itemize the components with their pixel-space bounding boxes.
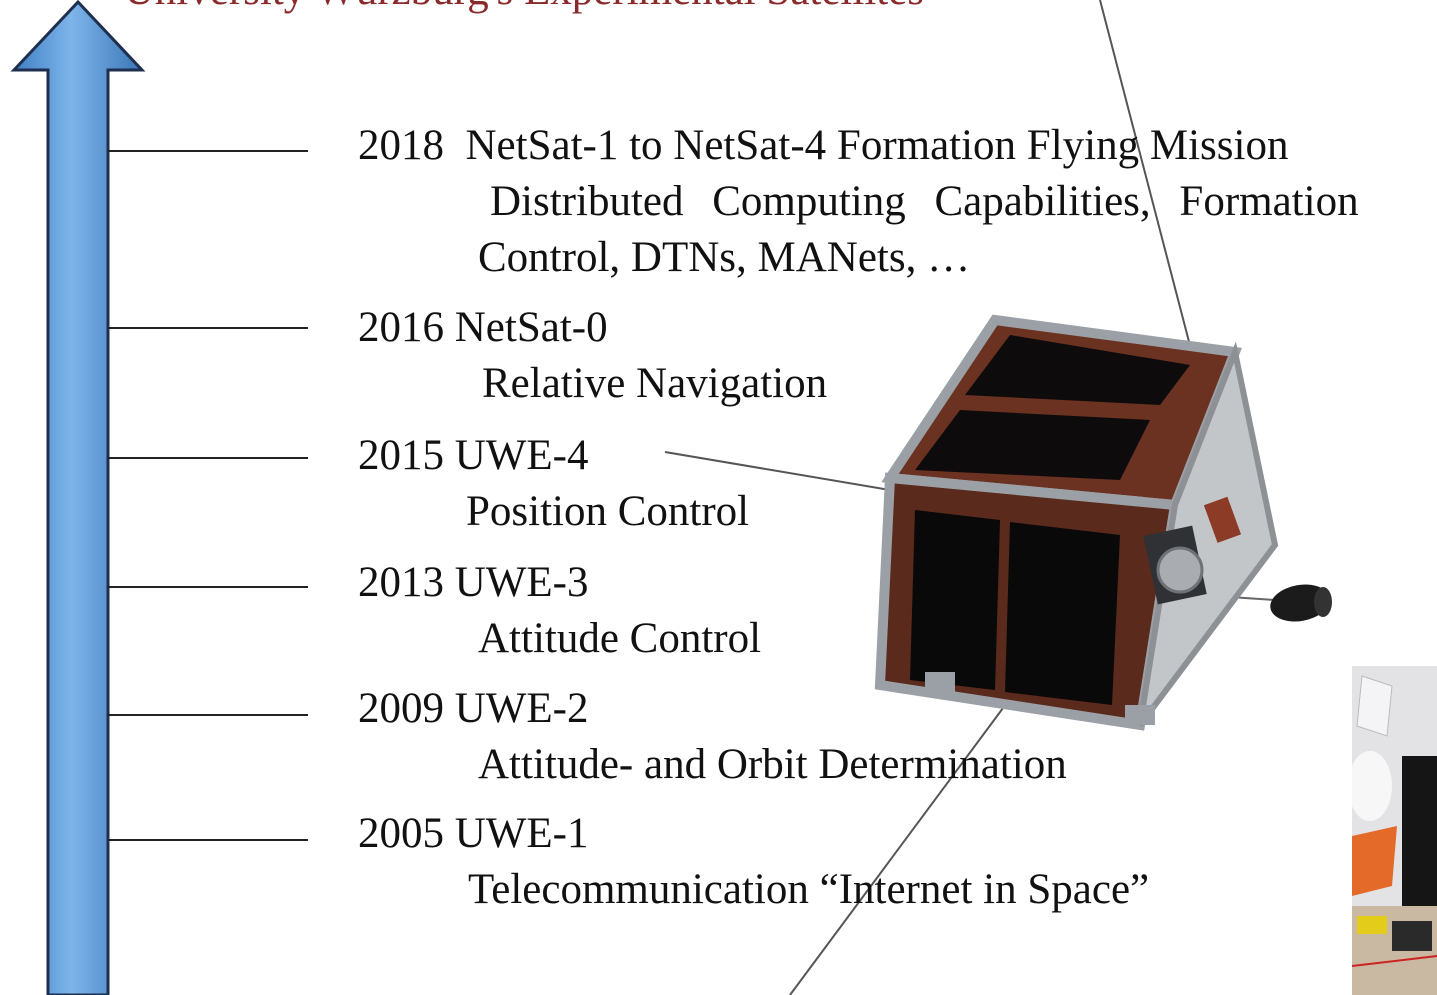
entry-mission: NetSat-0 (454, 304, 608, 351)
entry-mission: UWE-2 (454, 685, 589, 732)
timeline-entry-2015: 2015 UWE-4 Position Control (358, 428, 749, 540)
entry-year: 2009 (358, 685, 444, 732)
timeline-entry-2016: 2016 NetSat-0 Relative Navigation (358, 300, 827, 412)
entry-description: Attitude Control (478, 615, 762, 662)
entry-description: Position Control (466, 488, 750, 535)
timeline-tick-2005 (108, 839, 308, 841)
timeline-tick-2009 (108, 714, 308, 716)
entry-mission: UWE-4 (454, 432, 589, 479)
timeline-entry-2018: 2018 NetSat-1 to NetSat-4 Formation Flyi… (358, 118, 1359, 286)
timeline-tick-2018 (108, 150, 308, 152)
entry-year: 2016 (358, 304, 444, 351)
entry-year: 2005 (358, 810, 444, 857)
timeline-entry-2005: 2005 UWE-1 Telecommunication “Internet i… (358, 806, 1149, 918)
entry-year: 2013 (358, 559, 444, 606)
entry-description: Relative Navigation (482, 360, 828, 407)
entry-description: Distributed Computing Capabilities, Form… (490, 178, 1359, 225)
entry-description: Attitude- and Orbit Determination (478, 741, 1067, 788)
entry-mission: UWE-1 (454, 810, 589, 857)
timeline-tick-2013 (108, 586, 308, 588)
entry-mission: UWE-3 (454, 559, 589, 606)
entry-description: Telecommunication “Internet in Space” (468, 866, 1150, 913)
entry-year: 2018 (358, 122, 444, 169)
timeline-tick-2016 (108, 327, 308, 329)
cubesat-render (664, 0, 1332, 995)
entry-description-cont: Control, DTNs, MANets, … (478, 234, 971, 281)
entry-year: 2015 (358, 432, 444, 479)
slide-title: — University Würzburg's Experimental Sat… (70, 0, 924, 15)
timeline-entry-2009: 2009 UWE-2 Attitude- and Orbit Determina… (358, 681, 1067, 793)
lab-photo (1352, 666, 1437, 995)
entry-mission: NetSat-1 to NetSat-4 Formation Flying Mi… (465, 122, 1289, 169)
timeline-tick-2015 (108, 457, 308, 459)
timeline-entry-2013: 2013 UWE-3 Attitude Control (358, 555, 761, 667)
